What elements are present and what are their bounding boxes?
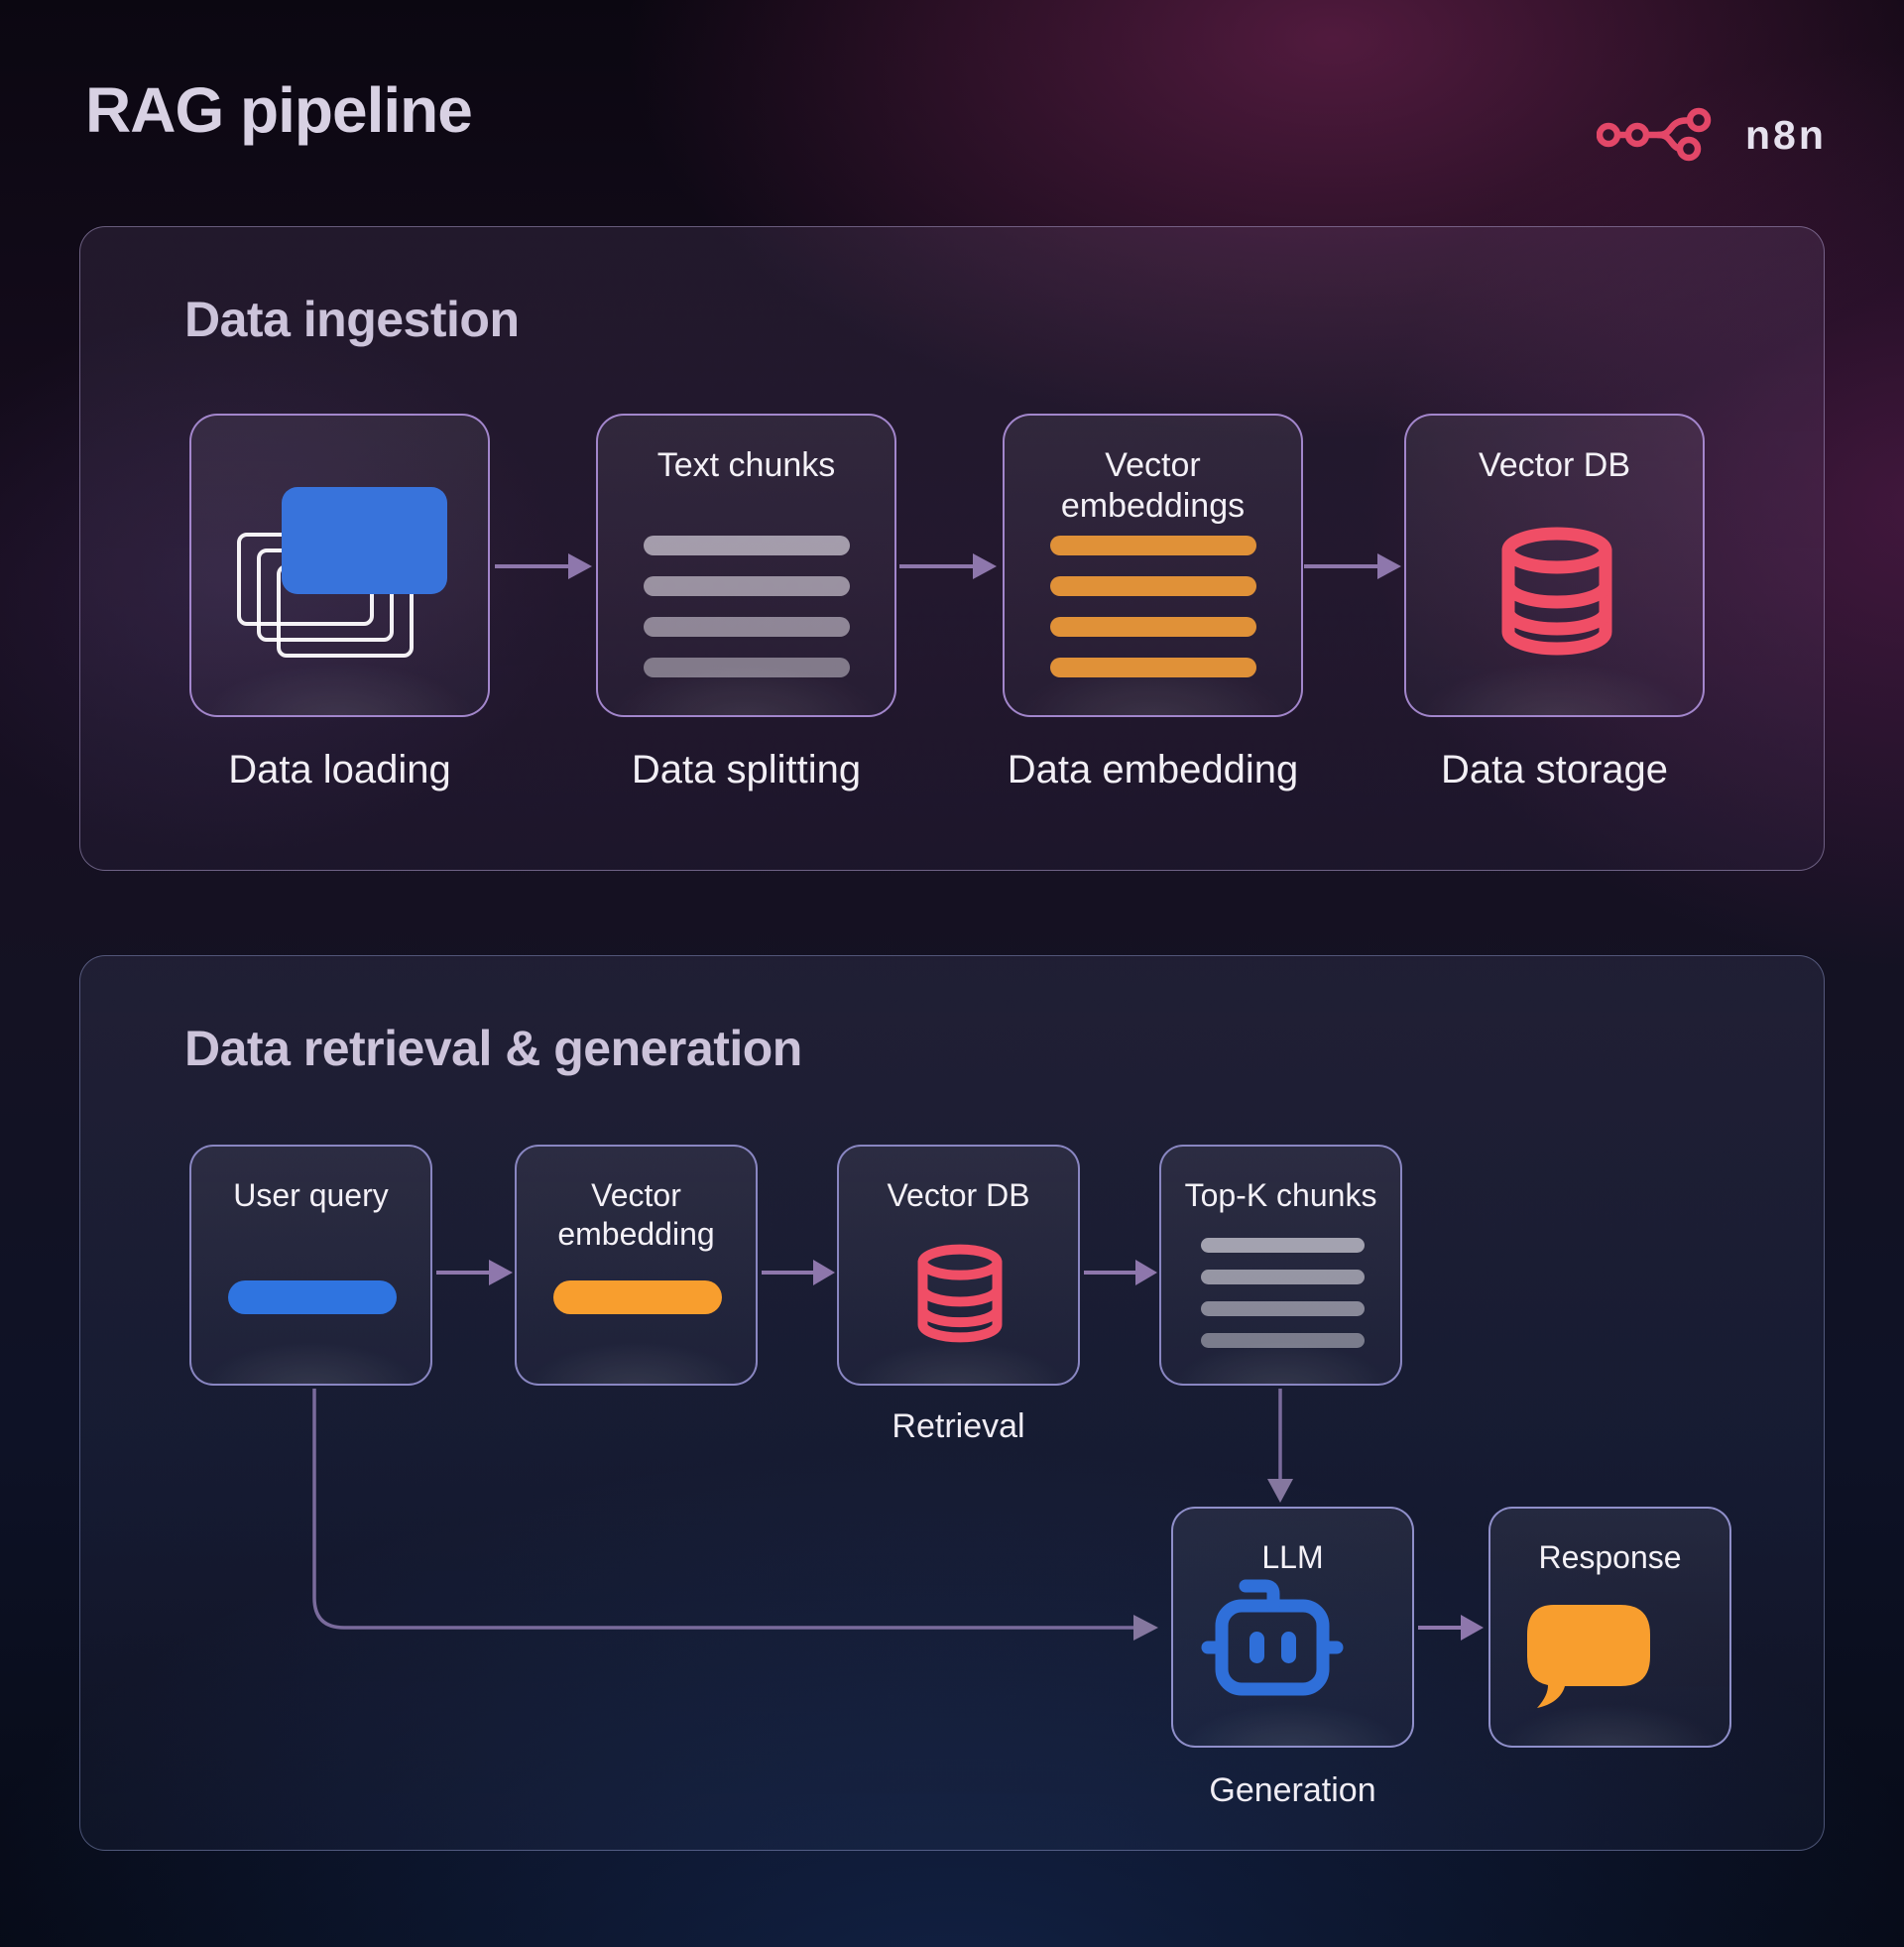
node-title: Top-K chunks xyxy=(1184,1177,1377,1213)
node-title: Vector embedding xyxy=(557,1177,715,1253)
bar xyxy=(1050,536,1256,555)
bar xyxy=(1201,1270,1365,1284)
database-icon xyxy=(1501,527,1612,656)
step-label-data-splitting: Data splitting xyxy=(631,748,862,791)
node-data-loading xyxy=(189,414,490,717)
bar xyxy=(644,576,850,596)
data-ingestion-panel: Data ingestion Text chunks xyxy=(79,226,1825,871)
node-vector-embedding: Vector embedding xyxy=(515,1145,758,1386)
bar xyxy=(1050,658,1256,677)
bar xyxy=(1050,617,1256,637)
node-title: Text chunks xyxy=(656,446,836,484)
stacked-documents-icon xyxy=(237,487,447,658)
database-icon xyxy=(917,1244,1003,1343)
bar xyxy=(1201,1301,1365,1316)
node-title: Vector DB xyxy=(1478,446,1631,484)
bar xyxy=(1201,1238,1365,1253)
step-label-data-loading: Data loading xyxy=(228,748,451,791)
node-user-query: User query xyxy=(189,1145,432,1386)
data-retrieval-generation-panel: Data retrieval & generation User query xyxy=(79,955,1825,1851)
node-title: Vector DB xyxy=(887,1177,1030,1213)
generation-stage-label: Generation xyxy=(1209,1771,1376,1809)
bar xyxy=(644,617,850,637)
bar xyxy=(644,658,850,677)
node-title: User query xyxy=(233,1177,389,1213)
brand-logo: n8n xyxy=(1597,102,1827,168)
node-title: Response xyxy=(1538,1539,1682,1575)
embedding-pill-icon xyxy=(553,1280,722,1314)
node-title: LLM xyxy=(1261,1539,1324,1575)
node-vector-embeddings: Vector embeddings xyxy=(1003,414,1303,717)
bar xyxy=(644,536,850,555)
robot-icon xyxy=(1201,1579,1344,1696)
node-text-chunks: Text chunks xyxy=(596,414,896,717)
bar xyxy=(1050,576,1256,596)
speech-bubble-icon xyxy=(1527,1605,1650,1708)
query-pill-icon xyxy=(228,1280,397,1314)
chunk-bars-icon xyxy=(1201,1238,1365,1348)
ingestion-heading: Data ingestion xyxy=(184,292,520,347)
node-title: Vector embeddings xyxy=(1060,446,1246,526)
retrieval-heading: Data retrieval & generation xyxy=(184,1021,802,1076)
page-title: RAG pipeline xyxy=(85,74,473,146)
node-vector-db-retrieval: Vector DB xyxy=(837,1145,1080,1386)
text-chunk-bars-icon xyxy=(644,536,850,694)
node-response: Response xyxy=(1488,1507,1731,1748)
embedding-bars-icon xyxy=(1050,536,1256,694)
step-label-data-storage: Data storage xyxy=(1440,748,1669,791)
bar xyxy=(1201,1333,1365,1348)
document-filled xyxy=(282,487,447,594)
step-label-data-embedding: Data embedding xyxy=(1007,748,1299,791)
node-llm: LLM xyxy=(1171,1507,1414,1748)
node-vector-db-storage: Vector DB xyxy=(1404,414,1705,717)
brand-name: n8n xyxy=(1745,111,1827,158)
n8n-logo-icon xyxy=(1597,107,1712,162)
node-top-k-chunks: Top-K chunks xyxy=(1159,1145,1402,1386)
retrieval-stage-label: Retrieval xyxy=(892,1407,1025,1445)
